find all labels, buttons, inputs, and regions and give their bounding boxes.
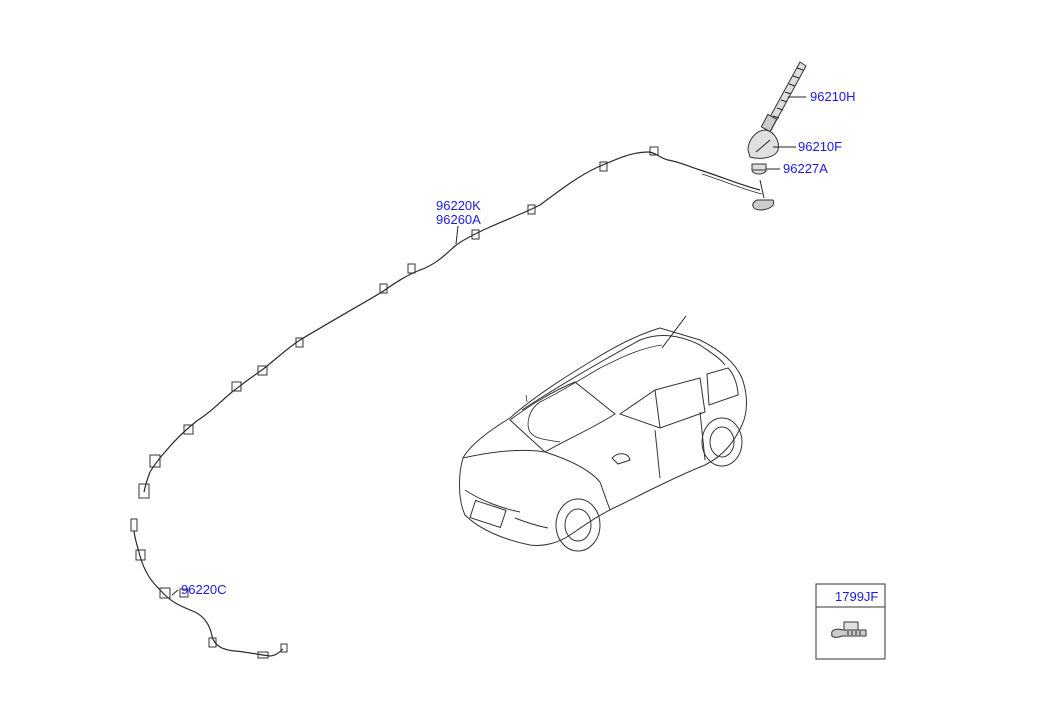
part-label-96220C: 96220C <box>181 582 227 597</box>
part-label-96220K: 96220K <box>436 198 481 213</box>
roof-antenna-cable <box>138 146 763 499</box>
antenna-base <box>747 129 779 159</box>
cable-clip <box>407 263 416 274</box>
cable-clip <box>149 454 161 468</box>
car-illustration <box>459 315 747 552</box>
cable-clip <box>295 337 304 348</box>
antenna-feeder-connector <box>752 179 775 211</box>
part-label-96260A: 96260A <box>436 212 481 227</box>
cable-clip <box>183 424 194 435</box>
cable-tie-icon <box>831 621 867 638</box>
inset-box-1799JF: 1799JF <box>815 583 886 660</box>
cable-clip <box>231 381 242 392</box>
part-label-96227A: 96227A <box>783 161 828 176</box>
antenna-nut <box>751 163 767 175</box>
cable-clip <box>599 161 608 172</box>
antenna-mast <box>760 61 807 133</box>
part-label-96210F: 96210F <box>798 139 842 154</box>
cable-clip <box>527 204 536 215</box>
leader-lines <box>171 96 806 596</box>
cable-connector <box>138 483 150 499</box>
cable-clip <box>379 283 388 294</box>
part-label-96210H: 96210H <box>810 89 856 104</box>
cable-clip <box>649 146 659 156</box>
cable-clip <box>471 229 480 240</box>
lower-antenna-cable <box>130 518 288 659</box>
cable-clip <box>257 365 268 376</box>
inset-box-label: 1799JF <box>835 589 878 604</box>
